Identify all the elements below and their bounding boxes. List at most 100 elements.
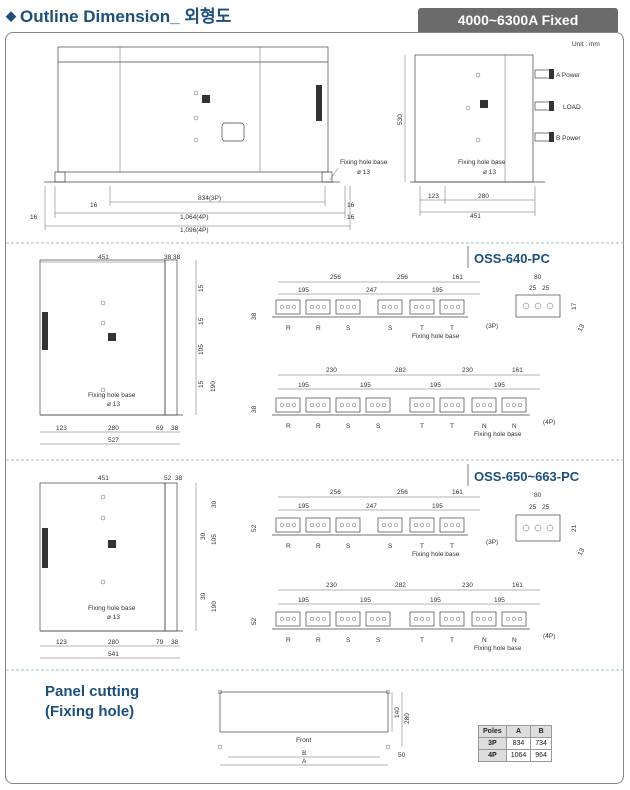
dim-530: 530: [397, 114, 404, 125]
terminal-hole: [475, 402, 481, 408]
terminal-hole: [455, 402, 461, 408]
terminal-block: [365, 611, 391, 627]
oss650-dim-52: 52: [164, 475, 172, 482]
oss640-dim-280: 280: [108, 425, 119, 432]
top-side-view: A Power LOAD B Power 530 123 280 451 Fix…: [397, 54, 581, 220]
terminal-hole: [291, 522, 297, 528]
dim-16b: 16: [30, 214, 38, 221]
oss650-3p-l5: T: [450, 543, 454, 550]
oss650-4p-height: 52: [251, 617, 258, 625]
terminal-hole: [481, 616, 487, 622]
top-front-view: 834(3P) 1,064(4P) 1,096(4P) 16 16 16 16 …: [30, 46, 388, 234]
poles-header-row: Poles A B: [478, 725, 552, 738]
oss650-dim-280: 280: [108, 639, 119, 646]
handle-window: [221, 122, 245, 142]
oss640-3p-height: 38: [251, 312, 258, 320]
oss640-dim-38b: 38: [173, 254, 181, 261]
oss650-4p-mid-1: 195: [360, 597, 371, 604]
oss650-3p-l3: S: [388, 543, 393, 550]
oss650-4p-terminals: [272, 611, 530, 630]
terminal-block: [377, 517, 403, 533]
terminal-hole: [309, 522, 315, 528]
terminal-block: [471, 611, 497, 627]
oss650-4p-top-3: 161: [512, 582, 523, 589]
terminal-hole: [393, 522, 399, 528]
oss640-term-25b: 25: [542, 285, 550, 292]
terminal-hole: [419, 522, 425, 528]
oss640-fixing-label: Fixing hole base: [88, 392, 136, 399]
oss640-section: OSS-640-PC 451 38 38 123 280 69 38 527 1…: [39, 246, 587, 445]
panel-dim-140: 140: [394, 707, 401, 718]
dim-451: 451: [470, 213, 481, 220]
dim-280: 280: [478, 193, 489, 200]
terminal-hole: [449, 402, 455, 408]
terminal-hole: [369, 402, 375, 408]
label-b-power: B Power: [556, 135, 581, 142]
oss650-4p-l4: T: [420, 637, 424, 644]
oss650-3p-mid-1: 247: [366, 503, 377, 510]
oss650-dim-38b: 38: [171, 639, 179, 646]
dim-834: 834(3P): [198, 195, 221, 202]
panel-dim-280: 280: [404, 713, 411, 724]
terminal-hole: [309, 304, 315, 310]
top-side-fixing-label: Fixing hole base: [458, 159, 506, 166]
terminal-hole: [321, 304, 327, 310]
oss640-3p-tag: (3P): [486, 323, 498, 330]
oss650-3p-top-1: 256: [397, 489, 408, 496]
terminal-block: [275, 517, 301, 533]
top-front-fixing-label: Fixing hole base: [340, 159, 388, 166]
terminal-block: [335, 397, 361, 413]
panel-dim-a: A: [302, 758, 307, 765]
oss640-title: OSS-640-PC: [474, 251, 550, 266]
poles-header: Poles: [478, 725, 507, 738]
terminal-block: [439, 397, 465, 413]
terminal-hole: [419, 304, 425, 310]
terminal-block: [439, 299, 465, 315]
terminal-hole: [455, 616, 461, 622]
label-load: LOAD: [563, 104, 581, 111]
oss640-3p-fix: Fixing hole base: [412, 333, 460, 340]
oss640-3p-mid-2: 195: [432, 287, 443, 294]
oss640-4p-mid-1: 195: [360, 382, 371, 389]
oss650-terminal-detail: [515, 514, 561, 542]
terminal-hole: [511, 402, 517, 408]
b-header: B: [530, 725, 552, 738]
terminal-hole: [387, 522, 393, 528]
table-cell: 3P: [478, 737, 507, 750]
terminal-hole: [381, 402, 387, 408]
terminal-hole: [419, 616, 425, 622]
terminal-hole: [375, 402, 381, 408]
oss650-3p-l2: S: [346, 543, 351, 550]
oss650-3p-top-0: 256: [330, 489, 341, 496]
terminal-hole: [381, 304, 387, 310]
terminal-block: [335, 517, 361, 533]
oss650-fixing-dia: ø 13: [107, 614, 120, 621]
terminal-hole: [387, 304, 393, 310]
table-cell: 4P: [478, 749, 507, 762]
terminal-hole: [425, 616, 431, 622]
terminal-hole: [425, 522, 431, 528]
oss640-4p-l0: R: [286, 423, 291, 430]
terminal-hole: [505, 402, 511, 408]
oss640-dim-69: 69: [156, 425, 164, 432]
oss650-dim-541: 541: [108, 651, 119, 658]
oss640-4p-terminals: [272, 397, 530, 416]
terminal-hole: [339, 616, 345, 622]
terminal-hole: [315, 522, 321, 528]
terminal-hole: [375, 616, 381, 622]
panel-dim-50: 50: [398, 752, 406, 759]
terminal-hole: [315, 616, 321, 622]
terminal-hole: [475, 616, 481, 622]
oss640-dim-15b: 15: [198, 317, 205, 325]
terminal-block: [275, 611, 301, 627]
oss650-dim-451: 451: [98, 475, 109, 482]
terminal-hole: [449, 304, 455, 310]
oss640-term-17: 17: [571, 302, 578, 310]
terminal-hole: [345, 616, 351, 622]
terminal-hole: [279, 522, 285, 528]
terminal-hole: [449, 616, 455, 622]
terminal-hole: [481, 402, 487, 408]
terminal-block: [471, 397, 497, 413]
terminal-block: [275, 397, 301, 413]
